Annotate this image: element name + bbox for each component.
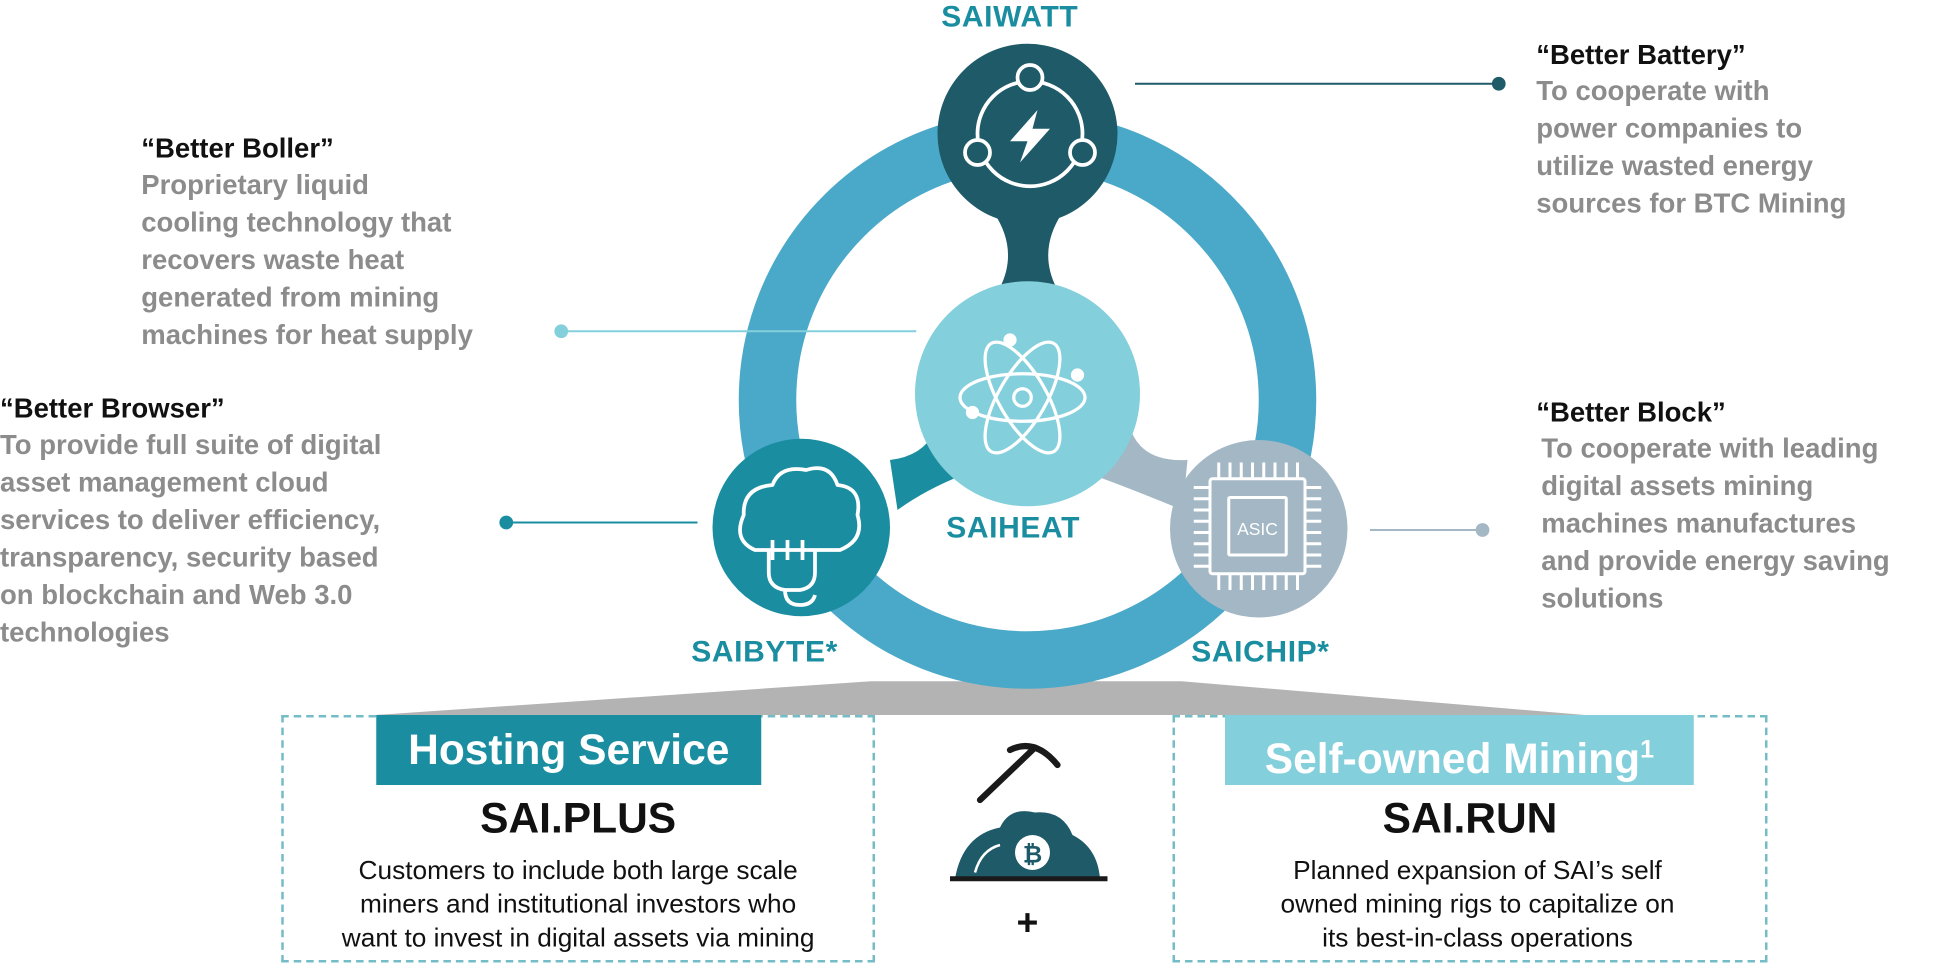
platform-connector [375,681,1585,715]
callout-line: technologies [0,616,170,648]
callout-line: Proprietary liquid [141,168,369,200]
description-line: Customers to include both large scale [358,856,798,885]
self-owned-mining-banner-text: Self-owned Mining [1264,735,1641,783]
callout-line: asset management cloud [0,466,329,498]
callout-line: sources for BTC Mining [1536,187,1847,219]
bitcoin-symbol: ₿ [1023,842,1042,869]
description-line: want to invest in digital assets via min… [341,923,815,953]
callout-description: To provide full suite of digital asset m… [0,426,488,651]
callout-line: on blockchain and Web 3.0 [0,578,353,610]
callout-heading: “Better Boller” [141,132,334,164]
callout-line: transparency, security based [0,541,379,573]
atom-icon [958,333,1087,455]
callout-line: recovers waste heat [141,243,405,275]
battery-leader-dot [1491,76,1506,91]
callout-better-battery: “Better Battery” To cooperate with power… [1536,38,1936,223]
footnote-marker: 1 [1640,736,1655,764]
asic-chip-icon [1193,462,1322,590]
description-line: its best-in-class operations [1322,923,1633,953]
lightning-network-icon [963,63,1097,189]
callout-line: utilize wasted energy [1536,150,1813,182]
callout-better-boller: “Better Boller” Proprietary liquid cooli… [141,131,566,354]
callout-line: and provide energy saving [1541,545,1890,577]
callout-description: To cooperate with leading digital assets… [1541,430,1960,618]
callout-better-block: “Better Block” To cooperate with leading… [1536,395,1960,618]
saiwatt-label: SAIWATT [941,0,1079,34]
callout-line: To provide full suite of digital [0,428,382,460]
callout-line: services to deliver efficiency, [0,503,381,535]
callout-description: To cooperate with power companies to uti… [1536,73,1936,223]
hosting-description: Customers to include both large scale mi… [281,854,875,955]
boller-leader-dot [554,324,569,339]
cloud-plug-icon [738,466,862,607]
callout-heading: “Better Battery” [1536,38,1746,70]
callout-line: To cooperate with leading [1541,432,1879,464]
callout-line: power companies to [1536,112,1803,144]
callout-line: machines for heat supply [141,318,473,350]
callout-line: digital assets mining [1541,470,1814,502]
pickaxe-bitcoin-icon [950,743,1108,882]
description-line: Planned expansion of SAI’s self [1293,856,1662,885]
saiheat-circle [915,281,1140,507]
callout-heading: “Better Browser” [0,392,225,424]
description-line: owned mining rigs to capitalize on [1280,890,1675,919]
callout-line: generated from mining [141,281,440,313]
block-leader-dot [1475,523,1490,537]
asic-chip-label: ASIC [1237,519,1278,539]
self-mining-description: Planned expansion of SAI’s self owned mi… [1173,854,1783,955]
plus-sign: + [1017,901,1039,943]
saibyte-label: SAIBYTE* [691,635,838,669]
callout-line: machines manufactures [1541,507,1857,539]
callout-description: Proprietary liquid cooling technology th… [141,166,566,354]
browser-leader-dot [499,515,514,530]
description-line: miners and institutional investors who [359,890,797,919]
saichip-label: SAICHIP* [1191,635,1330,669]
callout-line: solutions [1541,582,1664,614]
saiheat-label: SAIHEAT [946,511,1081,545]
callout-line: cooling technology that [141,206,452,238]
hosting-service-banner: Hosting Service [376,715,762,785]
self-owned-mining-banner: Self-owned Mining1 [1225,715,1694,785]
saibyte-circle [712,438,890,617]
callout-line: To cooperate with [1536,75,1770,107]
sai-run-title: SAI.RUN [1382,795,1558,843]
saiwatt-bridge [993,212,1063,288]
callout-better-browser: “Better Browser” To provide full suite o… [0,391,488,651]
callout-heading: “Better Block” [1536,396,1726,428]
sai-plus-title: SAI.PLUS [480,795,677,843]
